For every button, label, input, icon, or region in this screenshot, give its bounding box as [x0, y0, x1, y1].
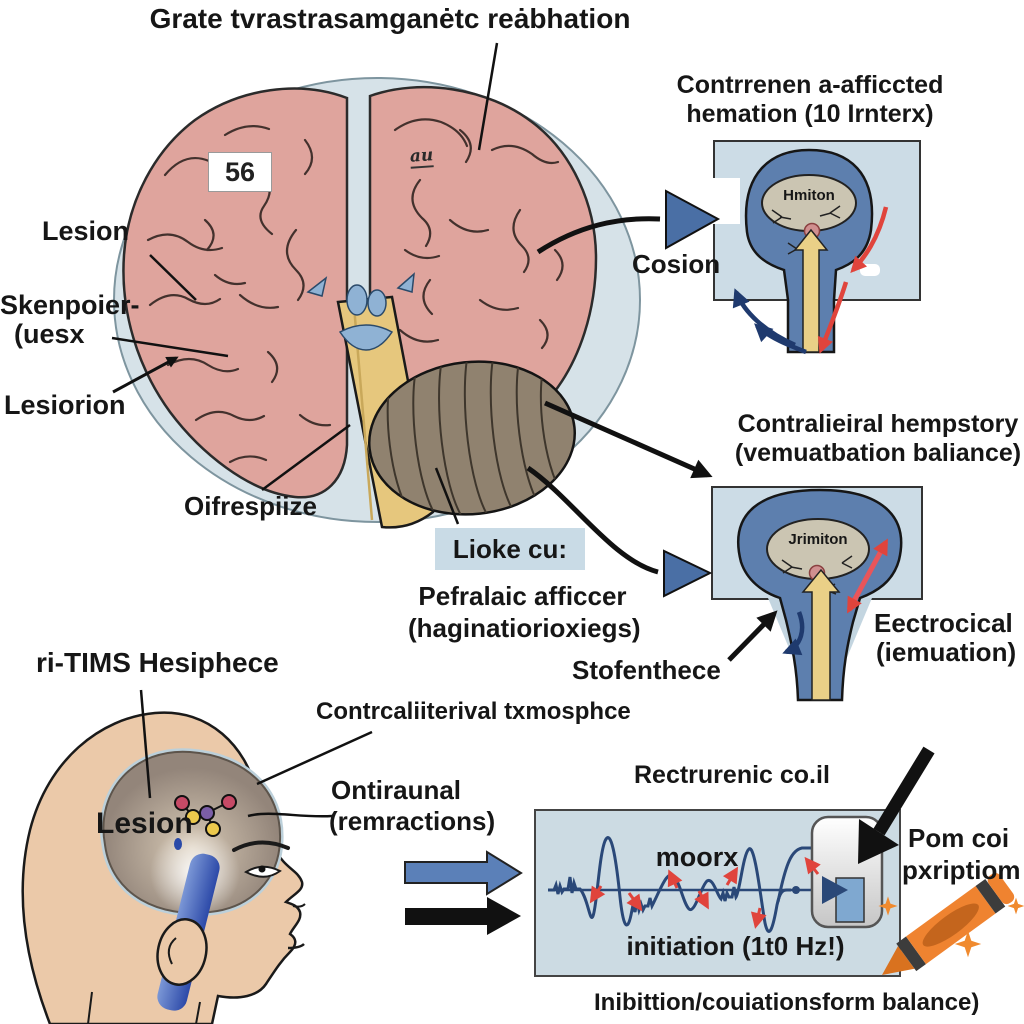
label-skenpoier: Skenpoier-: [0, 290, 140, 320]
network-node-yellow1: [185, 809, 201, 825]
network-node-purple: [199, 805, 215, 821]
label-rectrurenic: Rectrurenic co.il: [634, 761, 830, 789]
label-rtims-heading: ri-TIMS Hesiphece: [36, 647, 279, 678]
lioke-highlight-box: Lioke cu:: [435, 528, 585, 570]
label-head-lesion: Lesion: [96, 807, 193, 840]
label-contrcal: Contrcaliiterival txmosphce: [316, 698, 631, 725]
connector-arrows: [111, 42, 935, 935]
label-lesiorion: Lesiorion: [4, 390, 126, 420]
brain-cursive-tag: au: [409, 145, 435, 169]
head-profile-illustration: [21, 711, 306, 1024]
label-pomcoi1: Pom coi: [908, 823, 1010, 853]
label-cosion: Cosion: [632, 249, 721, 279]
thalamus-mark-right: [396, 272, 415, 293]
oifrespiize-pointer-line: [261, 423, 351, 492]
neck-lines: [87, 991, 201, 1024]
pulse-waveform: [534, 809, 901, 977]
left-hemisphere: [122, 87, 349, 499]
coil-tip-dot: [174, 838, 182, 850]
inset-mid-heading1: Contralieiral hempstory: [737, 410, 1019, 438]
mouth: [287, 943, 305, 950]
brain-to-inset-mid-line2: [526, 465, 659, 575]
device-arrow-head: [858, 819, 899, 864]
black-flow-arrow: [405, 897, 521, 935]
midbrain-blob: [338, 324, 394, 351]
coronal-inset-mid: [711, 486, 923, 702]
inset-mid-black-arrow: [727, 610, 778, 662]
thalamus-mark-left: [306, 276, 328, 297]
brain-area-tag: 56: [208, 152, 272, 192]
red-pulse-arrows: [589, 856, 821, 929]
pupil: [258, 865, 266, 873]
network-node-red1: [174, 795, 190, 811]
inset-mid-blue-hook: [782, 611, 805, 656]
inset-top-heading2: hemation (10 Irnterx): [686, 100, 934, 128]
inset-top-core-text: Hmiton: [783, 187, 835, 204]
lesion-pointer-line: [149, 254, 197, 301]
inset-mid-core-text: Jrimiton: [788, 531, 848, 548]
inset-top-red-arrow1: [850, 206, 889, 273]
ear-inner-line: [167, 937, 177, 965]
network-node-red2: [221, 794, 237, 810]
inset-mid-red-double-arrow: [846, 538, 889, 614]
label-eectrocical: Eectrocical: [874, 608, 1013, 638]
inset-top-yellow-arrow: [793, 228, 829, 353]
ontiraunal-pointer-line: [247, 812, 333, 818]
ventricle-right: [367, 289, 387, 317]
brain-to-inset-top-line: [536, 216, 661, 255]
label-lesion: Lesion: [42, 216, 130, 246]
label-oifrespiize: Oifrespiize: [184, 491, 317, 521]
blue-triangle-top: [665, 189, 721, 250]
eyebrow: [232, 840, 290, 852]
label-pefralaic2: (haginatiorioxiegs): [408, 613, 641, 643]
inset-mid-neuron-marks: [781, 555, 853, 595]
ear: [156, 918, 208, 986]
cerebellum: [368, 355, 576, 518]
device-arrow-tail: [873, 746, 935, 836]
axis-arrowhead: [822, 876, 848, 904]
rtims-pointer-line: [139, 689, 152, 799]
label-pomcoi2: pxriptiom: [902, 855, 1021, 885]
inset-top-notch2: [860, 264, 880, 276]
label-footer: Inibittion/couiationsform balance): [594, 989, 980, 1016]
crayon-icon: [882, 873, 1015, 975]
waveform-rise: [776, 846, 814, 903]
label-ontiraunal2: (remractions): [329, 806, 496, 836]
inset-top-blue-arrow2: [754, 323, 807, 355]
label-iemuation: (iemuation): [876, 637, 1017, 667]
ventricle-left: [346, 284, 368, 316]
brain-to-inset-mid-arrow: [543, 400, 713, 479]
uesx-pointer-line: [111, 336, 229, 358]
label-uesx: (uesx: [14, 319, 85, 349]
page-title: Grate tvrastrasamganėtc reȧbhation: [149, 3, 631, 34]
network-node-yellow2: [205, 821, 221, 837]
sparkle-icon: [878, 896, 1024, 958]
lesiorion-pointer-arrow: [112, 356, 179, 394]
coronal-inset-top: [710, 140, 921, 355]
label-moorx: moorx: [655, 842, 739, 872]
label-ontiraunal1: Ontiraunal: [331, 775, 462, 805]
brain-illustration: [113, 77, 641, 529]
contrcal-pointer-line: [256, 730, 373, 786]
blue-flow-arrow: [404, 850, 523, 896]
inset-top-neuron-marks: [771, 205, 841, 255]
label-stofenthece: Stofenthece: [572, 655, 721, 685]
title-pointer-line: [477, 42, 499, 151]
inset-mid-yellow-arrow: [801, 568, 841, 701]
blue-triangle-mid: [663, 549, 713, 598]
lioke-pointer-line: [434, 467, 460, 525]
device-screen: [835, 877, 865, 923]
axis-dot: [792, 886, 800, 894]
nostril: [292, 903, 306, 908]
inset-top-red-arrow2: [817, 281, 849, 354]
label-initiation: initiation (1t0 Hz!): [626, 931, 845, 961]
inset-top-heading1: Contrrenen a-afficcted: [676, 71, 944, 99]
inset-top-blue-arrow1: [732, 288, 796, 348]
inset-mid-heading2: (vemuatbation baliance): [734, 439, 1022, 467]
label-pefralaic1: Pefralaic afficcer: [418, 581, 627, 611]
